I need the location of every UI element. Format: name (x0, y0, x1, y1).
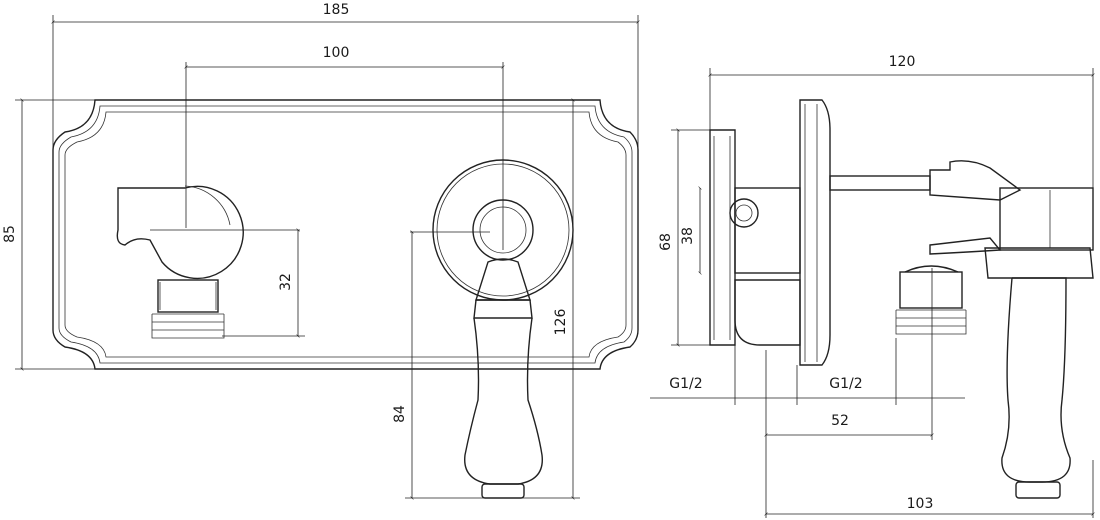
dim-handle-drop: 84 (392, 405, 408, 423)
dim-overall-width: 185 (323, 2, 350, 18)
front-view (52, 62, 639, 499)
front-plate-inner-2 (64, 111, 627, 358)
side-view (709, 99, 1094, 499)
front-dimensions: 185 100 85 32 84 126 (2, 2, 640, 500)
dim-plate-height: 85 (2, 225, 18, 243)
front-plate-outline (52, 99, 639, 370)
thread-label-left: G1/2 (669, 376, 702, 392)
shower-outlet (116, 185, 244, 339)
thread-label-right: G1/2 (829, 376, 862, 392)
dim-side-body-height: 38 (680, 227, 696, 245)
dim-side-depth: 120 (889, 54, 916, 70)
front-plate-inner (58, 105, 633, 364)
dim-projection: 103 (907, 496, 934, 512)
side-dimensions: 120 68 38 G1/2 G1/2 52 103 (650, 54, 1095, 518)
dim-outlet-offset: 32 (278, 273, 294, 291)
dim-center-spacing: 100 (323, 45, 350, 61)
dim-side-plate-height: 68 (658, 233, 674, 251)
dim-outlet-depth: 52 (831, 413, 849, 429)
dim-total-height: 126 (553, 309, 569, 336)
